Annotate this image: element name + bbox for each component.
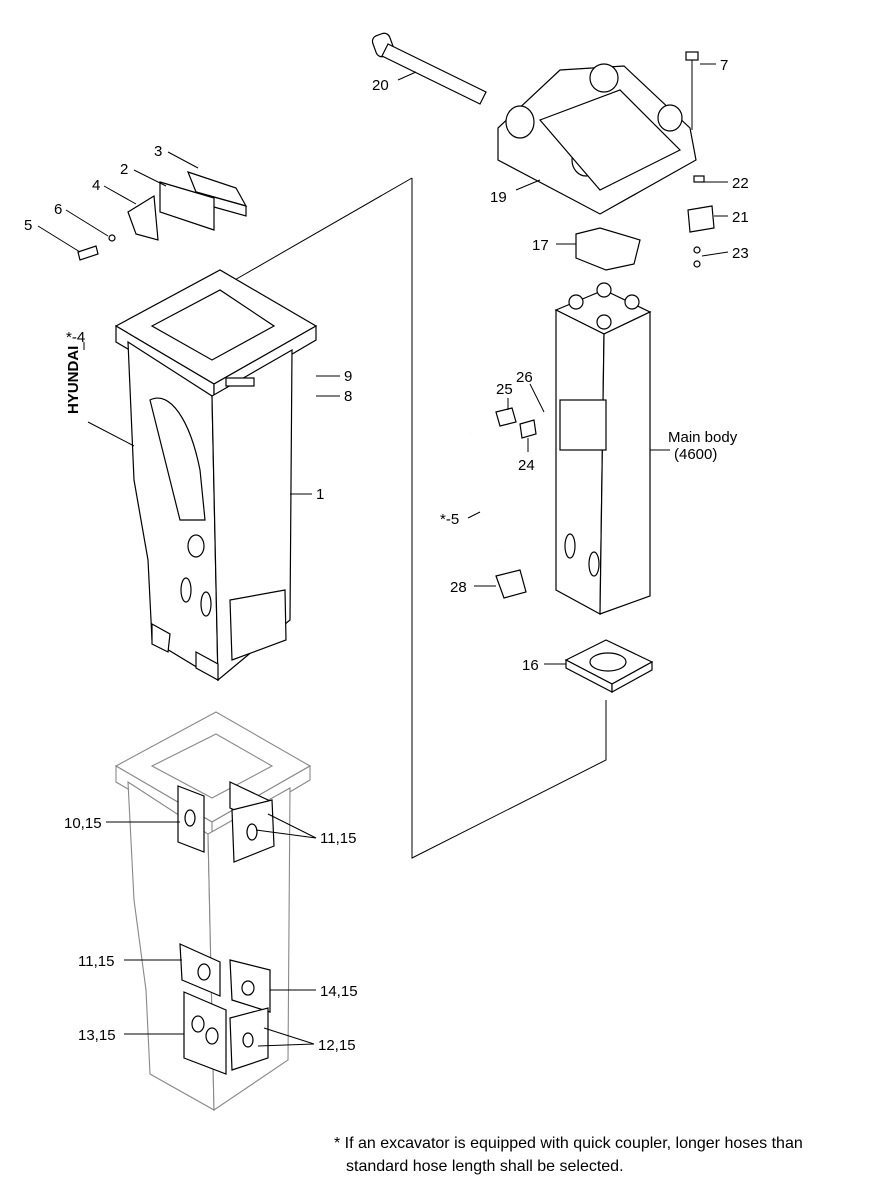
label-6: 6 <box>54 201 62 218</box>
cushion-and-holder-parts <box>77 171 248 261</box>
label-9: 9 <box>344 368 352 385</box>
label-hose: *-5 <box>440 511 459 528</box>
label-main-body: Main body <box>668 429 738 446</box>
label-17: 17 <box>532 237 549 254</box>
label-2: 2 <box>120 161 128 178</box>
label-7: 7 <box>720 57 728 74</box>
label-28: 28 <box>450 579 467 596</box>
decal-text: HYUNDAI <box>65 346 82 414</box>
footnote-line-2: standard hose length shall be selected. <box>346 1158 624 1175</box>
quick-coupler-footnote: * If an excavator is equipped with quick… <box>334 1132 803 1178</box>
assembly-connection-line <box>411 178 607 859</box>
main-body <box>554 282 652 616</box>
label-3: 3 <box>154 143 162 160</box>
label-22: 22 <box>732 175 749 192</box>
label-10-15: 10,15 <box>64 815 102 832</box>
label-25: 25 <box>496 381 513 398</box>
label-21: 21 <box>732 209 749 226</box>
pin-collar-and-cushion <box>575 175 715 271</box>
label-12-15: 12,15 <box>318 1037 356 1054</box>
bracket-frame <box>114 269 318 682</box>
label-1: 1 <box>316 486 324 503</box>
wear-plate <box>564 639 654 694</box>
bracket-frame-plates-view <box>114 711 312 1112</box>
label-19: 19 <box>490 189 507 206</box>
top-bracket-and-pin <box>371 32 699 215</box>
footnote-line-1: * If an excavator is equipped with quick… <box>334 1135 803 1152</box>
label-decal: *-4 <box>66 329 85 346</box>
part-number-labels: 3 2 4 6 5 *-4 1 9 8 20 7 19 22 21 23 17 … <box>24 57 749 1054</box>
label-5: 5 <box>24 217 32 234</box>
label-13-15: 13,15 <box>78 1027 116 1044</box>
leader-lines <box>37 63 729 1047</box>
hydraulic-hose <box>443 407 537 599</box>
label-4: 4 <box>92 177 100 194</box>
label-14-15: 14,15 <box>320 983 358 1000</box>
label-16: 16 <box>522 657 539 674</box>
label-23: 23 <box>732 245 749 262</box>
label-main-body-model: (4600) <box>674 446 717 463</box>
label-24: 24 <box>518 457 535 474</box>
label-11-15-lower: 11,15 <box>78 953 114 970</box>
label-11-15-upper: 11,15 <box>320 830 356 847</box>
hyundai-decal: HYUNDAI <box>65 346 82 414</box>
label-26: 26 <box>516 369 533 386</box>
label-20: 20 <box>372 77 389 94</box>
label-8: 8 <box>344 388 352 405</box>
